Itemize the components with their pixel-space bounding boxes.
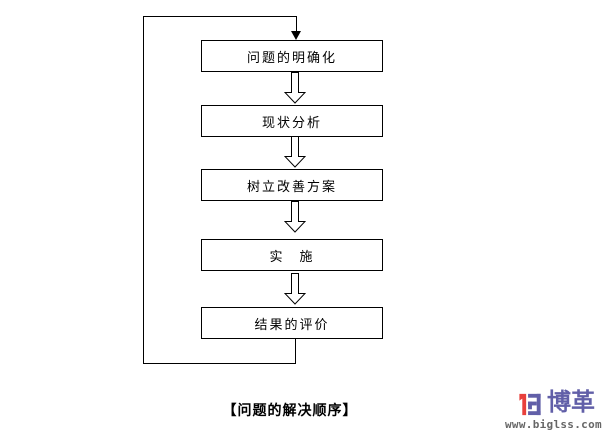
hollow-down-arrow-icon bbox=[284, 72, 306, 104]
feedback-loop-left-line bbox=[143, 16, 144, 364]
hollow-down-arrow-icon bbox=[284, 273, 306, 305]
entry-connector-line bbox=[296, 16, 297, 32]
diagram-caption: 【问题的解决顺序】 bbox=[222, 403, 358, 419]
biglss-logo: 博革 www.biglss.com bbox=[505, 388, 610, 433]
biglss-logo-icon bbox=[519, 393, 541, 416]
flow-step-result-evaluation: 结果的评价 bbox=[201, 307, 383, 339]
flow-step-establish-improvement-plan: 树立改善方案 bbox=[201, 169, 383, 201]
flow-step-problem-clarification: 问题的明确化 bbox=[201, 40, 383, 72]
feedback-loop-top-line bbox=[143, 16, 297, 17]
exit-connector-line bbox=[295, 339, 296, 364]
hollow-down-arrow-icon bbox=[284, 201, 306, 233]
flow-step-implementation: 实 施 bbox=[201, 239, 383, 271]
flow-step-label: 结果的评价 bbox=[254, 317, 330, 333]
flow-step-label: 树立改善方案 bbox=[246, 179, 337, 195]
logo-website-text: www.biglss.com bbox=[505, 418, 602, 431]
hollow-down-arrow-icon bbox=[284, 136, 306, 168]
feedback-loop-bottom-line bbox=[143, 363, 296, 364]
down-arrowhead-icon bbox=[291, 31, 301, 40]
flow-step-label: 问题的明确化 bbox=[246, 50, 337, 66]
flow-step-label: 现状分析 bbox=[261, 115, 322, 131]
flow-step-current-state-analysis: 现状分析 bbox=[201, 105, 383, 137]
logo-brand-text: 博革 bbox=[547, 388, 595, 416]
flow-step-label: 实 施 bbox=[269, 249, 315, 265]
